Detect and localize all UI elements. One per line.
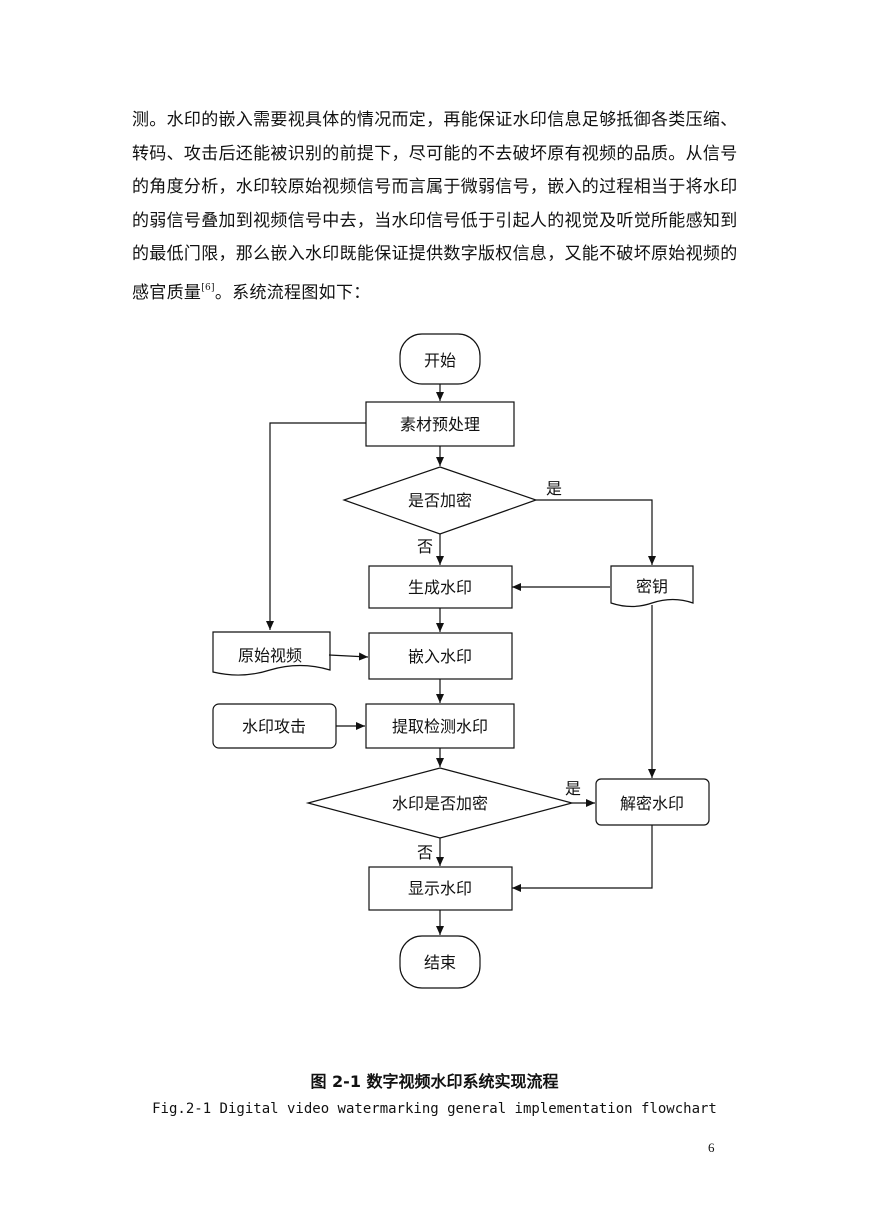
- end-terminator: [399, 935, 481, 989]
- embed-box: [368, 632, 513, 680]
- display-label: 显示水印: [408, 879, 472, 898]
- page-number: 6: [708, 1140, 715, 1155]
- extract-box: [365, 703, 515, 749]
- decision-wm-diamond: [305, 767, 575, 839]
- decision-encrypt-label: 是否加密: [408, 491, 472, 510]
- preprocess-label: 素材预处理: [400, 415, 480, 434]
- preprocess-box: [365, 401, 515, 447]
- flowchart: 开始 素材预处理 是否加密 是 否 生成水印 密钥 原始视频 嵌入水印 水印攻击…: [212, 333, 710, 989]
- start-label: 开始: [424, 351, 456, 370]
- citation-ref[interactable]: [6]: [201, 282, 215, 293]
- paragraph-text: 。系统流程图如下：: [214, 282, 371, 303]
- no-label: 否: [417, 843, 433, 862]
- end-label: 结束: [424, 953, 456, 972]
- extract-label: 提取检测水印: [392, 717, 488, 736]
- generate-label: 生成水印: [408, 578, 472, 597]
- paragraph-line: 测。水印的嵌入需要视具体的情况而定，再能保证水印信息足够抵御各类压缩、: [132, 110, 738, 130]
- no-label: 否: [417, 537, 433, 556]
- start-terminator: [399, 333, 481, 385]
- yes-label: 是: [546, 479, 562, 498]
- figure-caption-chinese: 图 2-1 数字视频水印系统实现流程: [310, 1072, 559, 1091]
- key-document-shape: [610, 565, 694, 608]
- figure-caption-english: Fig.2-1 Digital video watermarking gener…: [152, 1101, 717, 1117]
- body-paragraph: 测。水印的嵌入需要视具体的情况而定，再能保证水印信息足够抵御各类压缩、 转码、攻…: [132, 104, 744, 305]
- original-video-document-shape: [212, 631, 331, 676]
- paragraph-text: 感官质量: [132, 282, 202, 303]
- paragraph-line: 的角度分析，水印较原始视频信号而言属于微弱信号，嵌入的过程相当于将水印: [132, 177, 738, 197]
- yes-label: 是: [565, 779, 581, 798]
- connector-decision-key: [536, 499, 656, 565]
- connector-original-embed: [328, 652, 369, 661]
- paragraph-line: 的弱信号叠加到视频信号中去，当水印信号低于引起人的视觉及听觉所能感知到: [132, 210, 738, 231]
- decision-wm-label: 水印是否加密: [392, 794, 488, 813]
- connector-decrypt-display: [512, 825, 653, 892]
- original-video-label: 原始视频: [238, 646, 302, 665]
- embed-label: 嵌入水印: [408, 647, 472, 666]
- decrypt-label: 解密水印: [620, 794, 684, 813]
- paragraph-line: 转码、攻击后还能被识别的前提下，尽可能的不去破坏原有视频的品质。从信号: [132, 143, 738, 164]
- display-box: [368, 866, 513, 911]
- attack-box: [212, 703, 337, 749]
- decrypt-box: [595, 778, 710, 826]
- decision-encrypt-diamond: [342, 466, 538, 535]
- connector-preprocess-original: [266, 422, 366, 630]
- paragraph-last-line: 感官质量[6]。系统流程图如下：: [132, 272, 744, 306]
- paragraph-line: 的最低门限，那么嵌入水印既能保证提供数字版权信息，又能不破坏原始视频的: [132, 244, 738, 264]
- generate-box: [368, 565, 513, 609]
- key-label: 密钥: [636, 577, 668, 596]
- attack-label: 水印攻击: [242, 717, 306, 736]
